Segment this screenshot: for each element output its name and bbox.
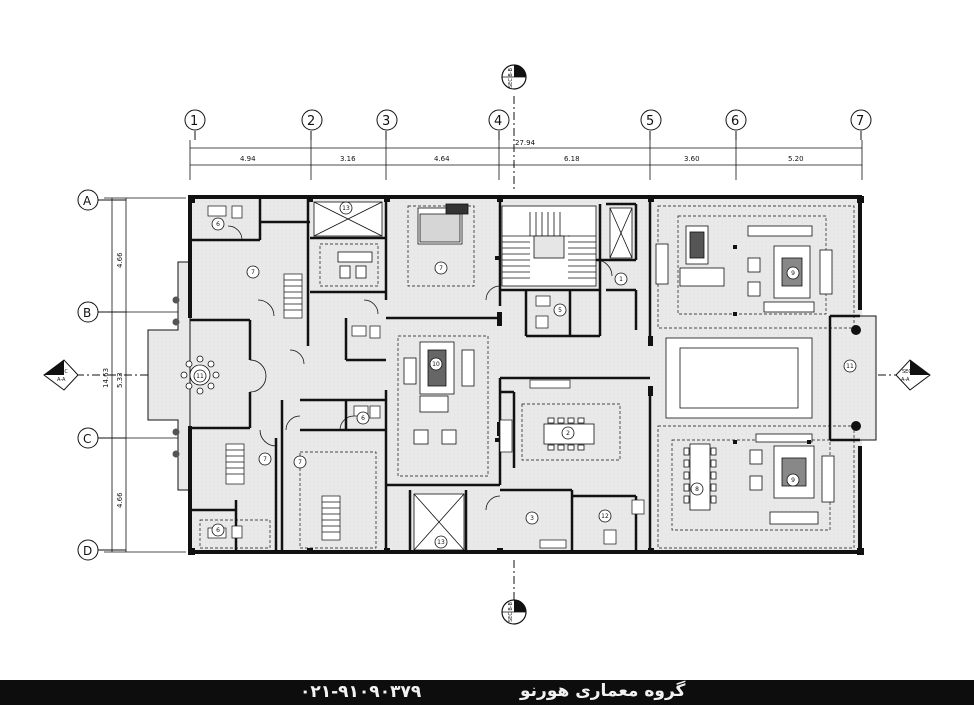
grid-column-3: 3: [382, 114, 390, 129]
room-tags: [193, 201, 857, 549]
section-mark-bottom: SEC B-B: [501, 560, 527, 625]
section-mark-left-label-2: A-A: [57, 377, 66, 383]
room-tag-1: 6: [216, 221, 220, 228]
round-table: [180, 355, 220, 395]
grid-column-7: 7: [856, 114, 864, 129]
room-tag-9: 11: [846, 363, 854, 370]
left-dimension-string: [104, 197, 186, 553]
room-tag-8: 11: [196, 373, 204, 380]
room-tag-5: 1: [619, 276, 623, 283]
room-tag-3: 13: [342, 205, 350, 212]
bathroom-fixtures: [207, 205, 645, 549]
ceiling-outlines: [199, 205, 855, 549]
room-tag-20: 6: [216, 527, 220, 534]
room-tag-2: 7: [251, 269, 255, 276]
grid-column-6: 6: [731, 114, 739, 129]
row-dim-label-2: 5.33: [116, 372, 124, 388]
room-tag-4: 7: [439, 265, 443, 272]
span-label-6: 5.20: [788, 155, 804, 163]
footer-bar: ۰۲۱-۹۱۰۹۰۳۷۹ گروه معماری هورنو: [0, 680, 974, 705]
grid-row-c: C: [83, 432, 91, 446]
room-tag-11: 6: [361, 415, 365, 422]
door-swings: [227, 225, 613, 511]
section-mark-right: SEC A-A: [878, 359, 931, 391]
hall-ceiling-panel: [665, 337, 813, 419]
span-label-5: 3.60: [684, 155, 700, 163]
grid-row-bubbles: [77, 189, 126, 561]
light-dots: [495, 245, 811, 444]
sofa-set-middle: [403, 341, 475, 445]
planter-circles: [172, 296, 180, 458]
section-mark-left: SEC A-A: [43, 359, 150, 391]
interior-walls: [190, 198, 860, 552]
room-tag-labels: 6 7 13 7 1 5 9 11 11 10 6 2 7 7 8 9 3 12…: [196, 205, 854, 546]
sofa-set-bottom: [749, 433, 835, 525]
small-stairs: [225, 273, 341, 541]
row-dim-label-1: 4.66: [116, 252, 124, 268]
room-tag-16: 9: [791, 477, 795, 484]
room-tag-10: 10: [432, 361, 440, 368]
main-staircase: [501, 205, 597, 287]
sofa-set-top: [655, 225, 833, 313]
exterior-walls: [188, 195, 862, 554]
room-tag-18: 12: [601, 513, 609, 520]
room-tag-19: 13: [437, 539, 445, 546]
bed: [337, 203, 469, 279]
section-mark-left-label-1: SEC: [58, 369, 68, 375]
span-label-4: 6.18: [564, 155, 580, 163]
grid-row-d: D: [83, 544, 92, 558]
floor-plan-drawing: 27.94 4.94 3.16 4.64 6.18 3.60 5.20 4.66…: [43, 64, 931, 625]
grid-row-b: B: [83, 306, 91, 320]
footer-phone: ۰۲۱-۹۱۰۹۰۳۷۹: [300, 682, 422, 702]
section-mark-right-label-1: SEC: [902, 369, 912, 375]
row-dim-label-3: 4.66: [116, 492, 124, 508]
section-mark-top-label: SEC B-B: [508, 68, 514, 88]
span-label-3: 4.64: [434, 155, 450, 163]
overall-width-label: 27.94: [515, 139, 536, 147]
room-tag-12: 2: [566, 430, 570, 437]
room-tag-7: 9: [791, 270, 795, 277]
footer-brand: گروه معماری هورنو: [520, 681, 686, 701]
grid-column-5: 5: [646, 114, 654, 129]
section-mark-bottom-label: SEC B-B: [508, 602, 514, 622]
room-tag-13: 7: [263, 456, 267, 463]
grid-column-1: 1: [190, 114, 198, 129]
grid-column-2: 2: [307, 114, 315, 129]
top-dimension-string: [189, 140, 863, 180]
span-label-1: 4.94: [240, 155, 256, 163]
grid-column-bubbles: [184, 109, 872, 140]
span-label-2: 3.16: [340, 155, 356, 163]
long-dining-table: [683, 443, 717, 511]
grid-row-a: A: [83, 194, 92, 208]
room-tag-6: 5: [558, 307, 562, 314]
overall-depth-label: 14.63: [102, 368, 110, 388]
structural-columns: [188, 196, 864, 555]
section-mark-right-label-2: A-A: [901, 377, 910, 383]
room-tag-17: 3: [530, 515, 534, 522]
grid-column-4: 4: [494, 114, 502, 129]
section-mark-top: SEC B-B: [501, 64, 527, 190]
room-tag-14: 7: [298, 459, 302, 466]
room-tag-15: 8: [695, 486, 699, 493]
